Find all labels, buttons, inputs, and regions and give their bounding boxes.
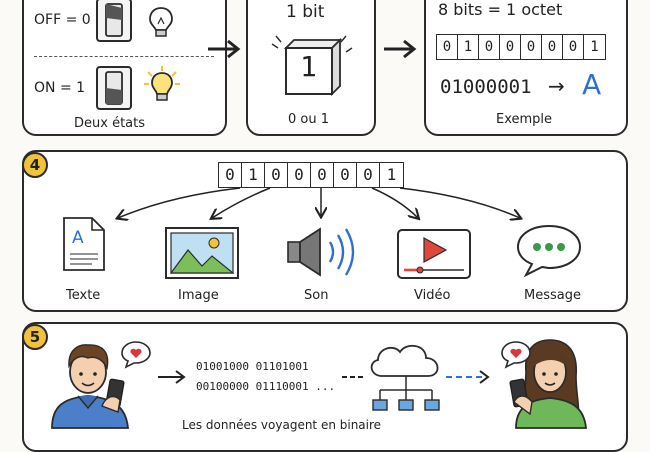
byte-cell: 0 (437, 35, 458, 59)
switch-on-icon (96, 66, 132, 110)
document-icon (63, 217, 105, 271)
result-letter: A (582, 68, 602, 101)
arrow-to-receiver (446, 370, 490, 384)
cloud-network-icon (370, 344, 440, 411)
byte-cell: 0 (265, 163, 288, 187)
byte-cells-center: 0 1 0 0 0 0 0 1 (218, 162, 404, 188)
panel-byte (424, 0, 628, 136)
byte-cell: 0 (521, 35, 542, 59)
binary-stream-line1: 01001000 01101001 (196, 360, 309, 373)
switch-off-icon (96, 0, 132, 42)
branch-arrows (0, 187, 650, 434)
binary-example: 01000001 (440, 76, 532, 98)
state-divider (34, 56, 214, 57)
step-badge-5: 5 (22, 324, 48, 350)
step-badge-4: 4 (22, 152, 48, 178)
byte-cell: 0 (357, 163, 380, 187)
byte-cell: 1 (458, 35, 479, 59)
bit-cube-value: 1 (300, 50, 317, 83)
panel1-caption: Deux états (74, 116, 146, 131)
output-label-message: Message (524, 288, 581, 303)
panel-one-bit (246, 0, 376, 136)
byte-cell: 0 (219, 163, 242, 187)
bulb-off-icon (149, 7, 173, 37)
byte-cell: 0 (334, 163, 357, 187)
output-label-sound: Son (304, 288, 329, 303)
bulb-on-icon (144, 66, 180, 101)
byte-cell: 0 (542, 35, 563, 59)
on-label: ON = 1 (34, 80, 86, 96)
bit-cube-icon (271, 35, 353, 97)
video-player-icon (397, 229, 471, 279)
off-label: OFF = 0 (34, 12, 91, 28)
speaker-icon (287, 227, 355, 277)
byte-cell: 1 (242, 163, 265, 187)
arrow-to-cloud (342, 376, 366, 378)
output-label-image: Image (178, 288, 219, 303)
byte-cell: 1 (590, 39, 599, 55)
heart-bubble-icon (121, 341, 151, 369)
output-label-video: Vidéo (414, 288, 451, 303)
heart-bubble-icon (501, 341, 531, 369)
arrow-sender (158, 370, 186, 384)
chat-bubble-icon (516, 224, 582, 278)
panel5-caption: Les données voyagent en binaire (182, 418, 382, 432)
panel3-title: 8 bits = 1 octet (438, 0, 563, 19)
byte-cell: 0 (479, 35, 500, 59)
byte-cell: 0 (288, 163, 311, 187)
conversion-arrow: → (548, 74, 565, 98)
byte-cells-top: 0 1 0 0 0 0 0 1 (436, 34, 606, 60)
boy-with-phone-illustration (51, 344, 129, 429)
panel3-caption: Exemple (496, 112, 553, 127)
arrow-2-to-3 (384, 39, 417, 59)
arrow-1-to-2 (208, 39, 241, 59)
byte-cell: 0 (311, 163, 334, 187)
panel2-caption: 0 ou 1 (288, 112, 329, 127)
panel2-title: 1 bit (286, 2, 325, 22)
document-letter: A (72, 228, 84, 248)
byte-cell: 1 (386, 165, 397, 184)
output-label-text: Texte (66, 288, 101, 303)
byte-cell: 0 (563, 35, 584, 59)
girl-with-phone-illustration (509, 339, 587, 429)
picture-icon (165, 227, 239, 279)
byte-cell: 0 (500, 35, 521, 59)
binary-stream-line2: 00100000 01110001 ... (196, 380, 336, 393)
